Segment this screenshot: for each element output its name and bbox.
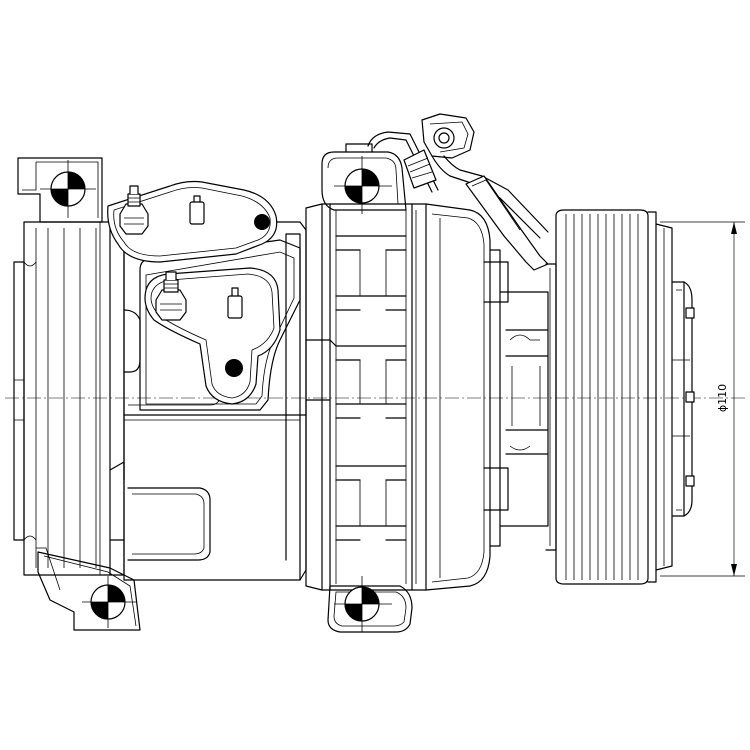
port-nut-lower — [155, 271, 187, 321]
mount-ear-bottom-middle — [327, 585, 413, 633]
mount-ear-top-left — [17, 157, 103, 223]
diameter-dimension — [660, 221, 745, 577]
clutch-plate — [671, 281, 695, 517]
mid-body — [123, 221, 307, 581]
mount-ear-bottom-left — [36, 547, 141, 631]
cylinder-housing — [305, 203, 491, 591]
diameter-dimension-label: ϕ110 — [716, 384, 729, 412]
pulley — [555, 209, 673, 585]
left-housing — [13, 221, 125, 576]
mount-bolt-bottom-middle — [334, 576, 392, 632]
port-nut-upper — [119, 185, 149, 235]
clutch-hub — [483, 249, 557, 551]
mount-bolt-top-left — [40, 160, 96, 218]
port-flange-upper — [107, 180, 278, 263]
clutch-wire-harness — [367, 113, 549, 271]
mount-bolt-top-middle — [334, 156, 392, 214]
mount-bolt-bottom-left — [82, 576, 136, 628]
mount-ear-top-middle — [321, 143, 407, 211]
